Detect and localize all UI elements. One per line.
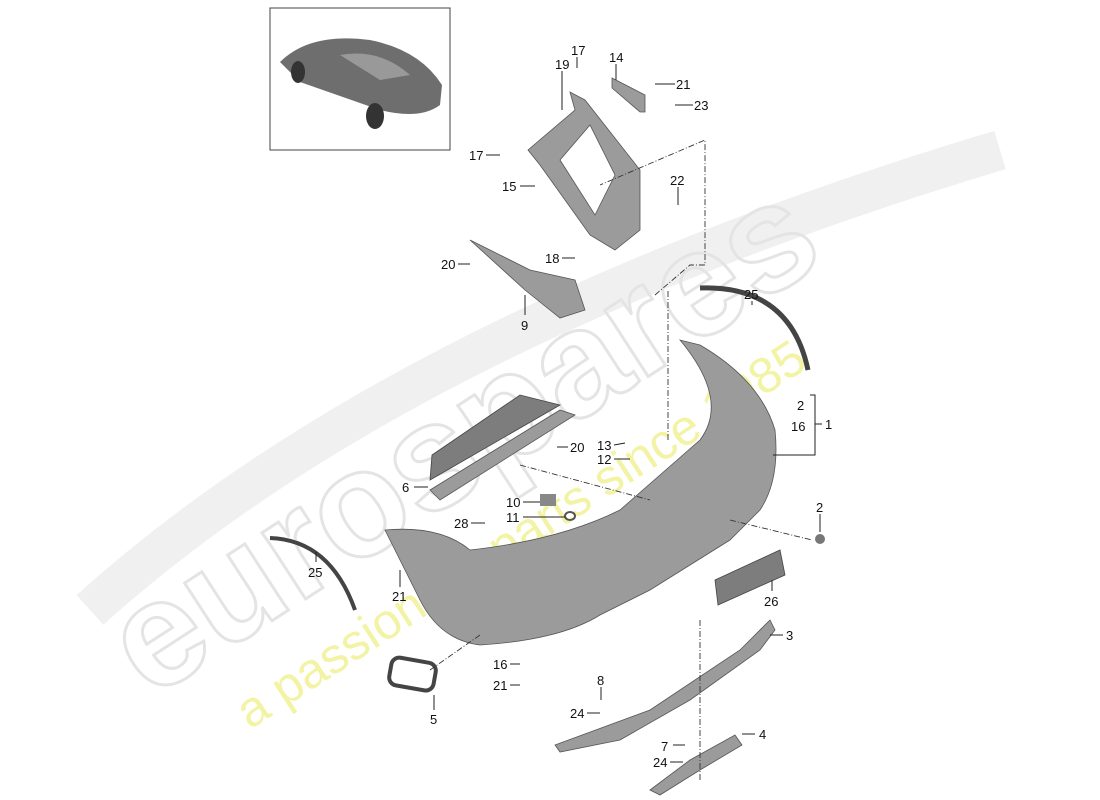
callout[interactable]: 17 — [469, 148, 483, 163]
callout[interactable]: 28 — [454, 516, 468, 531]
callout[interactable]: 14 — [609, 50, 623, 65]
callout[interactable]: 10 — [506, 495, 520, 510]
callout[interactable]: 19 — [555, 57, 569, 72]
callout[interactable]: 22 — [670, 173, 684, 188]
callout[interactable]: 18 — [545, 251, 559, 266]
callout[interactable]: 17 — [571, 43, 585, 58]
callout[interactable]: 11 — [506, 510, 520, 525]
callout[interactable]: 21 — [676, 77, 690, 92]
callout[interactable]: 12 — [597, 452, 611, 467]
assembly-lines — [429, 139, 813, 780]
callout[interactable]: 25 — [308, 565, 322, 580]
callout[interactable]: 24 — [653, 755, 667, 770]
parts — [269, 77, 825, 796]
callout[interactable]: 23 — [694, 98, 708, 113]
callout[interactable]: 26 — [764, 594, 778, 609]
callout[interactable]: 1 — [825, 417, 832, 432]
watermark: eurospares a passion for parts since 198… — [74, 130, 1006, 739]
vehicle-thumbnail[interactable] — [269, 7, 451, 151]
callout[interactable]: 13 — [597, 438, 611, 453]
callout[interactable]: 16 — [791, 419, 805, 434]
callout[interactable]: 21 — [392, 589, 406, 604]
callout[interactable]: 2 — [816, 500, 823, 515]
callout[interactable]: 5 — [430, 712, 437, 727]
callout[interactable]: 24 — [570, 706, 584, 721]
part-bumper-cover — [384, 339, 777, 646]
callout[interactable]: 25 — [744, 287, 758, 302]
leader-lines — [315, 57, 822, 763]
callout[interactable]: 3 — [786, 628, 793, 643]
callout-labels: 17 19 14 21 23 17 15 22 18 20 9 25 2 16 … — [308, 43, 832, 770]
callout[interactable]: 16 — [493, 657, 507, 672]
callout[interactable]: 6 — [402, 480, 409, 495]
callout[interactable]: 9 — [521, 318, 528, 333]
callout[interactable]: 2 — [797, 398, 804, 413]
callout[interactable]: 4 — [759, 727, 766, 742]
callout[interactable]: 7 — [661, 739, 668, 754]
callout[interactable]: 20 — [570, 440, 584, 455]
part-bracket — [527, 91, 641, 251]
callout[interactable]: 8 — [597, 673, 604, 688]
callout[interactable]: 21 — [493, 678, 507, 693]
callout[interactable]: 20 — [441, 257, 455, 272]
callout[interactable]: 15 — [502, 179, 516, 194]
